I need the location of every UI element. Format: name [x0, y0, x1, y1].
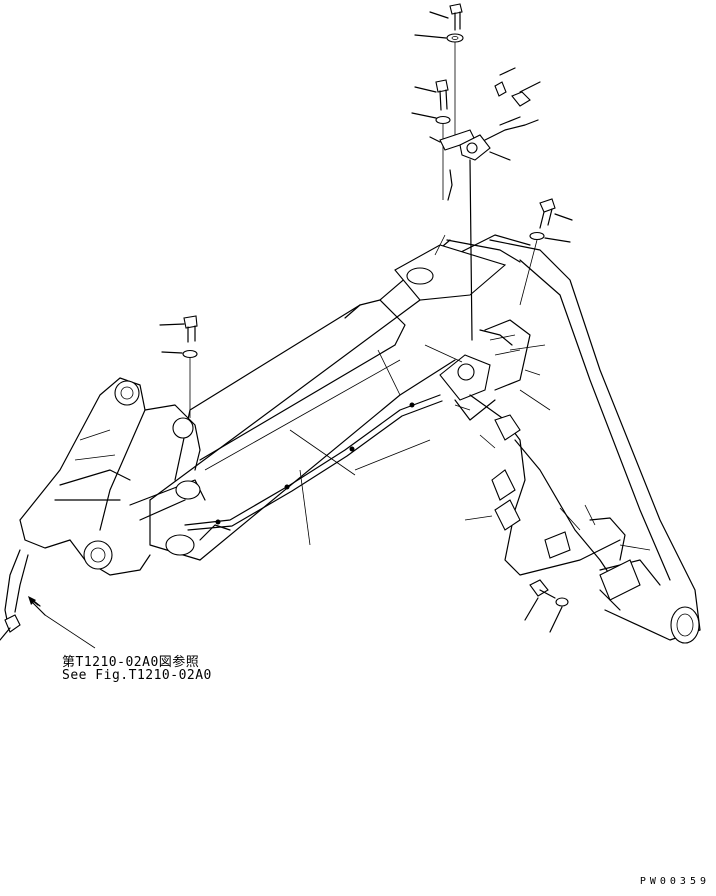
right-bolt-assembly	[519, 198, 573, 306]
illustration-code: PW00359	[639, 876, 710, 887]
boom-foot	[19, 377, 231, 576]
small-bolts-upper-right	[494, 67, 541, 126]
reference-note-english: See Fig.T1210-02A0	[62, 668, 212, 683]
boom	[149, 234, 531, 561]
upper-bolt-assembly	[411, 79, 451, 200]
reference-note-japanese: 第T1210-02A0図参照	[62, 655, 200, 670]
top-bolt-assembly	[414, 3, 464, 140]
lower-bolt-assembly	[524, 579, 569, 633]
connector-reference-arrow	[28, 596, 39, 606]
arm-clamps	[491, 414, 641, 601]
leader-lines	[0, 234, 651, 649]
wiring-harness	[4, 329, 621, 633]
sensor-bracket-top	[429, 119, 539, 341]
arm	[489, 239, 701, 644]
left-bolt-assembly	[159, 315, 198, 418]
